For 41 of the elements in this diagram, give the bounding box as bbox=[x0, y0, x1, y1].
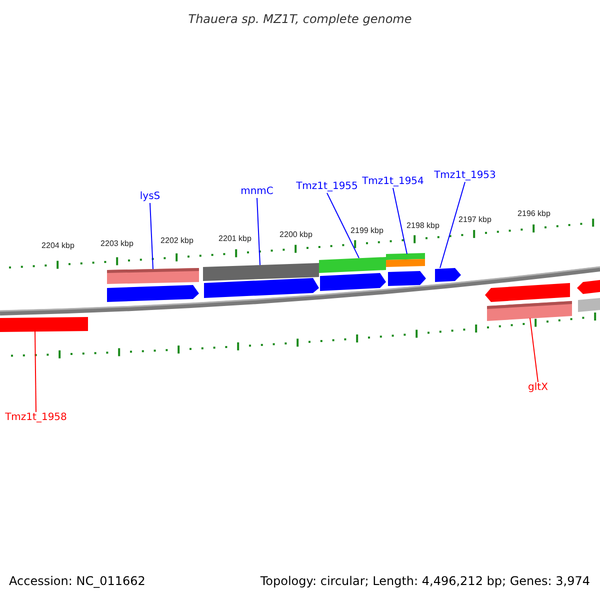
position-label: 2201 kbp bbox=[218, 234, 252, 244]
gene-marker bbox=[204, 278, 319, 298]
position-label: 2199 kbp bbox=[350, 226, 384, 236]
gene-label: Tmz1t_1953 bbox=[434, 170, 496, 182]
leader-line bbox=[392, 188, 408, 254]
position-label: 2198 kbp bbox=[406, 221, 440, 231]
gene-bar bbox=[319, 257, 386, 273]
gene-marker bbox=[320, 273, 386, 291]
position-label: 2202 kbp bbox=[160, 236, 194, 246]
leader-line bbox=[256, 198, 260, 266]
leader-line bbox=[440, 182, 466, 268]
gene-bar bbox=[107, 268, 199, 284]
gene-marker bbox=[388, 271, 426, 286]
leader-line bbox=[326, 192, 360, 258]
title: Thauera sp. MZ1T, complete genome bbox=[188, 11, 412, 28]
leader-line bbox=[530, 318, 538, 382]
gene-label: gltX bbox=[528, 382, 548, 394]
gene-label: Tmz1t_1955 bbox=[296, 181, 358, 193]
gene-bar bbox=[578, 298, 600, 312]
gene-label: lysS bbox=[140, 191, 160, 203]
gene-label: Tmz1t_1958 bbox=[5, 412, 67, 424]
gene-label: mnmC bbox=[240, 186, 274, 198]
gene-label: Tmz1t_1954 bbox=[362, 176, 424, 188]
footer-text: Accession: NC_011662 bbox=[9, 574, 146, 588]
gene-marker bbox=[577, 280, 600, 294]
position-label: 2203 kbp bbox=[100, 239, 134, 249]
position-label: 2196 kbp bbox=[518, 209, 550, 219]
gene-bar bbox=[386, 259, 425, 267]
leader-line bbox=[34, 330, 36, 412]
leader-line bbox=[150, 202, 154, 270]
gene-marker bbox=[435, 268, 461, 282]
position-label: 2200 kbp bbox=[280, 230, 312, 240]
position-label: 2204 kbp bbox=[42, 241, 74, 251]
gene-marker bbox=[485, 283, 570, 302]
gene-marker bbox=[107, 285, 199, 302]
gene-bar bbox=[386, 253, 425, 260]
gene-bar bbox=[487, 301, 572, 321]
gene-bar bbox=[203, 263, 319, 281]
footer-text: Topology: circular; Length: 4,496,212 bp; Genes: 3,974 bbox=[260, 574, 590, 588]
position-label: 2197 kbp bbox=[458, 215, 492, 225]
gene-bar bbox=[0, 317, 88, 332]
